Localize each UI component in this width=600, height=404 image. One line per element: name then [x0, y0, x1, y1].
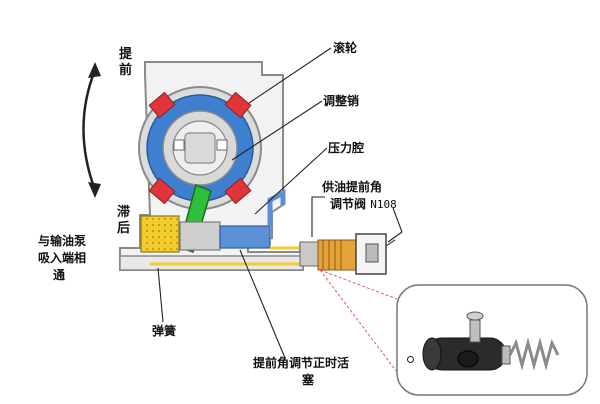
pressure-channel	[219, 188, 286, 249]
spring-label: 弹簧	[152, 324, 177, 338]
pump-label-line3: 通	[53, 268, 66, 282]
spring-icon	[508, 337, 560, 371]
valve-code: N108	[370, 198, 397, 211]
retard-label: 滞 后	[117, 205, 131, 236]
pressure-chamber-label: 压力腔	[328, 141, 365, 155]
timing-piston	[179, 221, 221, 251]
valve-label-line2-text: 调节阀	[330, 197, 367, 211]
advance-label: 提 前	[119, 47, 133, 78]
piston-label-line1: 提前角调节正时活	[253, 356, 350, 370]
callout-connectors	[319, 269, 401, 377]
piston-label-line2: 塞	[302, 373, 315, 387]
curved-double-arrow-icon	[82, 62, 101, 198]
piston-callout	[396, 284, 588, 396]
valve-label-line1: 供油提前角	[322, 180, 383, 194]
timing-valve-n108	[299, 233, 396, 275]
roller-label: 滚轮	[333, 41, 358, 55]
label-pointers	[157, 47, 403, 359]
rollers	[148, 91, 252, 205]
adjust-pin-label: 调整销	[323, 94, 360, 108]
rotor-assembly	[138, 86, 262, 210]
pump-label-line2: 吸入端相	[38, 251, 87, 265]
oil-chamber	[140, 215, 180, 253]
valve-label-line2: 调节阀 N108	[330, 197, 397, 212]
piston-callout-marker	[407, 356, 414, 363]
pump-label-line1: 与输油泵	[38, 234, 87, 248]
